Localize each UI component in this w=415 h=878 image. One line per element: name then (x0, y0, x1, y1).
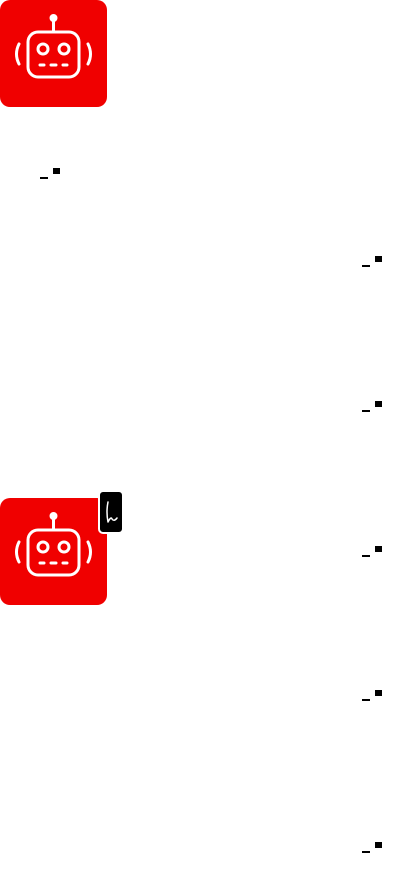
marker-5 (362, 690, 386, 702)
signature-icon (106, 501, 118, 523)
marker-2 (362, 256, 386, 268)
marker-3 (362, 401, 386, 413)
robot-tile-bottom[interactable] (0, 498, 107, 605)
signature-badge[interactable] (98, 490, 124, 534)
robot-icon (15, 512, 92, 577)
marker-6 (362, 842, 386, 854)
marker-1 (40, 168, 64, 180)
robot-tile-top[interactable] (0, 0, 107, 107)
marker-4 (362, 546, 386, 558)
robot-icon (15, 14, 92, 79)
